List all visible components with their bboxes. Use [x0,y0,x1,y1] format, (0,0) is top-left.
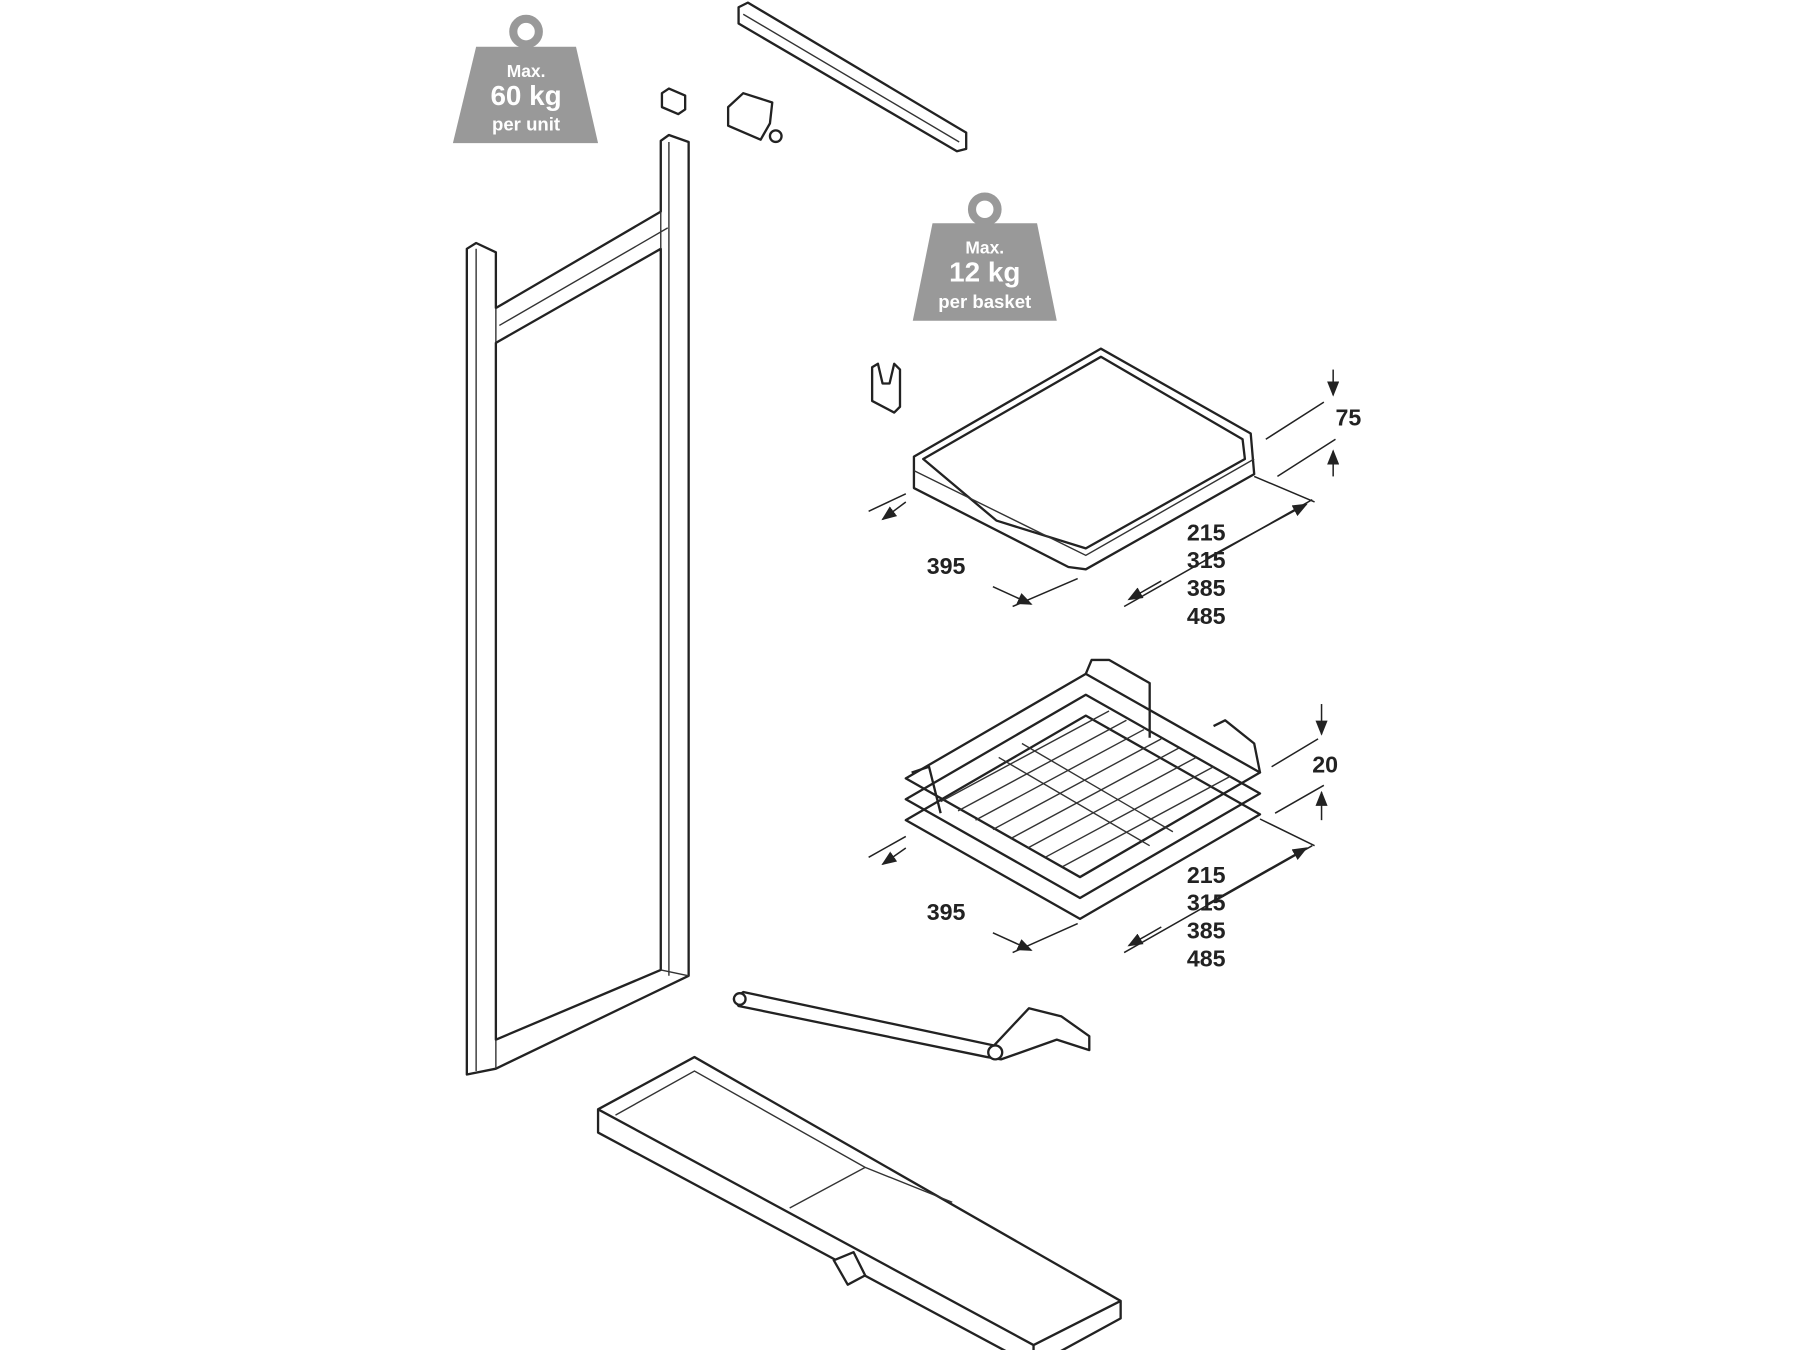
wire-basket [904,658,1262,921]
basket-width-2: 315 [1187,890,1226,916]
badge-basket-line1: Max. [965,237,1004,257]
support-arm [732,990,1091,1061]
tray-height: 75 [1335,404,1361,430]
end-cap [660,87,687,116]
basket-width-1: 215 [1187,862,1226,888]
basket-dimensions: 20 395 215 315 385 485 [868,704,1338,971]
basket-height: 20 [1312,752,1338,778]
weight-badge-unit: Max. 60 kg per unit [452,14,599,144]
top-rail [737,1,968,153]
badge-basket-line2: 12 kg [949,256,1020,287]
badge-unit-line3: per unit [492,113,560,134]
weight-badge-basket: Max. 12 kg per basket [912,192,1057,321]
badge-unit-line2: 60 kg [490,80,561,111]
basket-width-4: 485 [1187,945,1226,971]
tray-depth: 395 [927,553,966,579]
tray-width-1: 215 [1187,519,1226,545]
tray-width-2: 315 [1187,547,1226,573]
pull-out-base [596,1055,1122,1350]
tray-width-4: 485 [1187,603,1226,629]
mounting-bracket [726,92,783,144]
basket-clip [870,362,902,414]
badge-unit-line1: Max. [507,61,546,81]
basket-width-3: 385 [1187,918,1226,944]
basket-depth: 395 [927,899,966,925]
badge-basket-line3: per basket [938,291,1031,312]
side-frame [465,133,690,1076]
tray [912,347,1256,571]
tray-width-3: 385 [1187,575,1226,601]
tray-dimensions: 75 395 215 315 385 485 [868,369,1361,629]
